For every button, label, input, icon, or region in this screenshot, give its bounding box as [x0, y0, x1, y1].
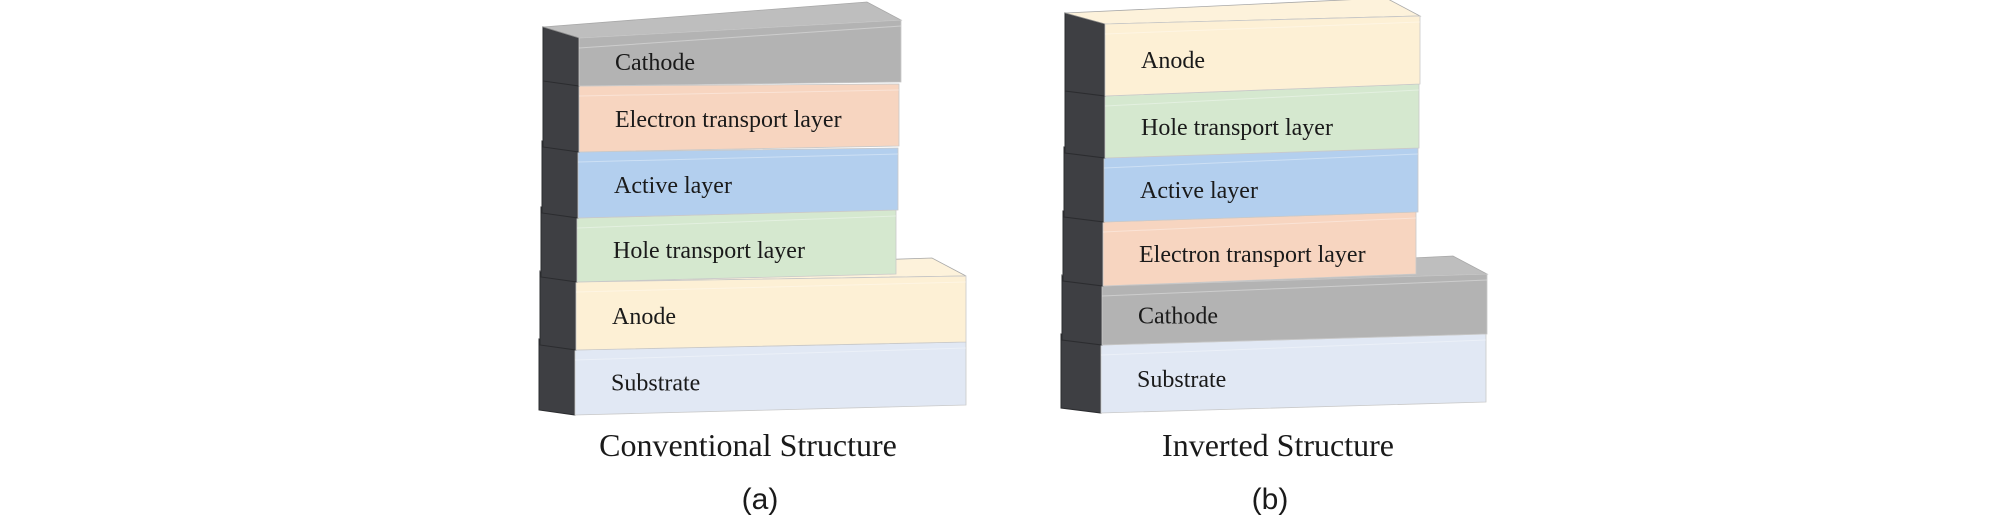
layer-side-face: [539, 270, 577, 351]
layer-seam: [1103, 153, 1419, 169]
layer-electron-transport-layer: Electron transport layer: [542, 74, 900, 153]
layer-label-active-layer: Active layer: [1140, 178, 1258, 204]
layer-seam: [1104, 89, 1420, 107]
layer-seam: [578, 25, 902, 49]
layer-label-substrate: Substrate: [1137, 367, 1226, 393]
layer-side-face: [540, 206, 578, 283]
layer-side-face: [1064, 12, 1106, 97]
inverted-layer-stack: Substrate Cathode Electron transport layer…: [1060, 0, 1489, 414]
layer-anode: Anode: [539, 257, 967, 351]
panel-b-tag: (b): [1252, 483, 1289, 516]
layer-active-layer: Active layer: [1063, 146, 1419, 223]
layer-side-face: [541, 140, 579, 219]
inverted-structure-panel: Substrate Cathode Electron transport layer…: [1060, 0, 1489, 516]
layer-substrate: Substrate: [1060, 333, 1487, 414]
layer-side-face: [538, 338, 576, 416]
layer-label-cathode: Cathode: [615, 50, 695, 76]
layer-label-substrate: Substrate: [611, 371, 700, 397]
layer-seam: [1100, 339, 1487, 356]
layer-cathode: Cathode: [542, 1, 903, 87]
layer-label-anode: Anode: [1141, 48, 1205, 74]
layer-anode: Anode: [1064, 0, 1422, 97]
conventional-structure-title: Conventional Structure: [599, 427, 897, 463]
layer-front-face: [1104, 15, 1421, 97]
layer-seam: [574, 347, 967, 361]
layer-side-face: [542, 74, 580, 153]
layer-substrate: Substrate: [538, 338, 967, 416]
layer-label-hole-transport-layer: Hole transport layer: [613, 238, 805, 264]
layer-front-face: [578, 83, 900, 153]
layer-front-face: [1101, 273, 1488, 346]
layer-side-face: [1064, 84, 1106, 159]
layer-side-face: [1063, 146, 1105, 223]
layer-front-face: [577, 147, 899, 219]
layer-seam: [578, 89, 900, 97]
layer-hole-transport-layer: Hole transport layer: [540, 206, 897, 283]
layer-seam: [1101, 279, 1488, 297]
layer-front-face: [578, 19, 902, 87]
panel-a-tag: (a): [742, 483, 779, 516]
layer-label-anode: Anode: [612, 304, 676, 330]
layer-electron-transport-layer: Electron transport layer: [1062, 210, 1417, 287]
layer-seam: [575, 281, 967, 293]
layer-label-electron-transport-layer: Electron transport layer: [1139, 242, 1366, 268]
inverted-structure-title: Inverted Structure: [1162, 427, 1394, 463]
layer-label-electron-transport-layer: Electron transport layer: [615, 107, 842, 133]
conventional-structure-panel: Substrate Anode Hole transport layer Active…: [538, 1, 967, 516]
layer-label-hole-transport-layer: Hole transport layer: [1141, 115, 1333, 141]
layer-seam: [576, 215, 897, 229]
layer-side-face: [1060, 333, 1102, 414]
layer-label-cathode: Cathode: [1138, 304, 1218, 330]
layer-label-active-layer: Active layer: [614, 173, 732, 199]
layer-hole-transport-layer: Hole transport layer: [1064, 83, 1420, 159]
layer-side-face: [1062, 210, 1104, 287]
conventional-layer-stack: Substrate Anode Hole transport layer Active…: [538, 1, 967, 416]
layer-seam: [1104, 21, 1421, 35]
layer-seam: [577, 153, 899, 163]
layer-active-layer: Active layer: [541, 140, 899, 219]
layer-front-face: [575, 275, 967, 351]
layer-seam: [1102, 217, 1417, 233]
